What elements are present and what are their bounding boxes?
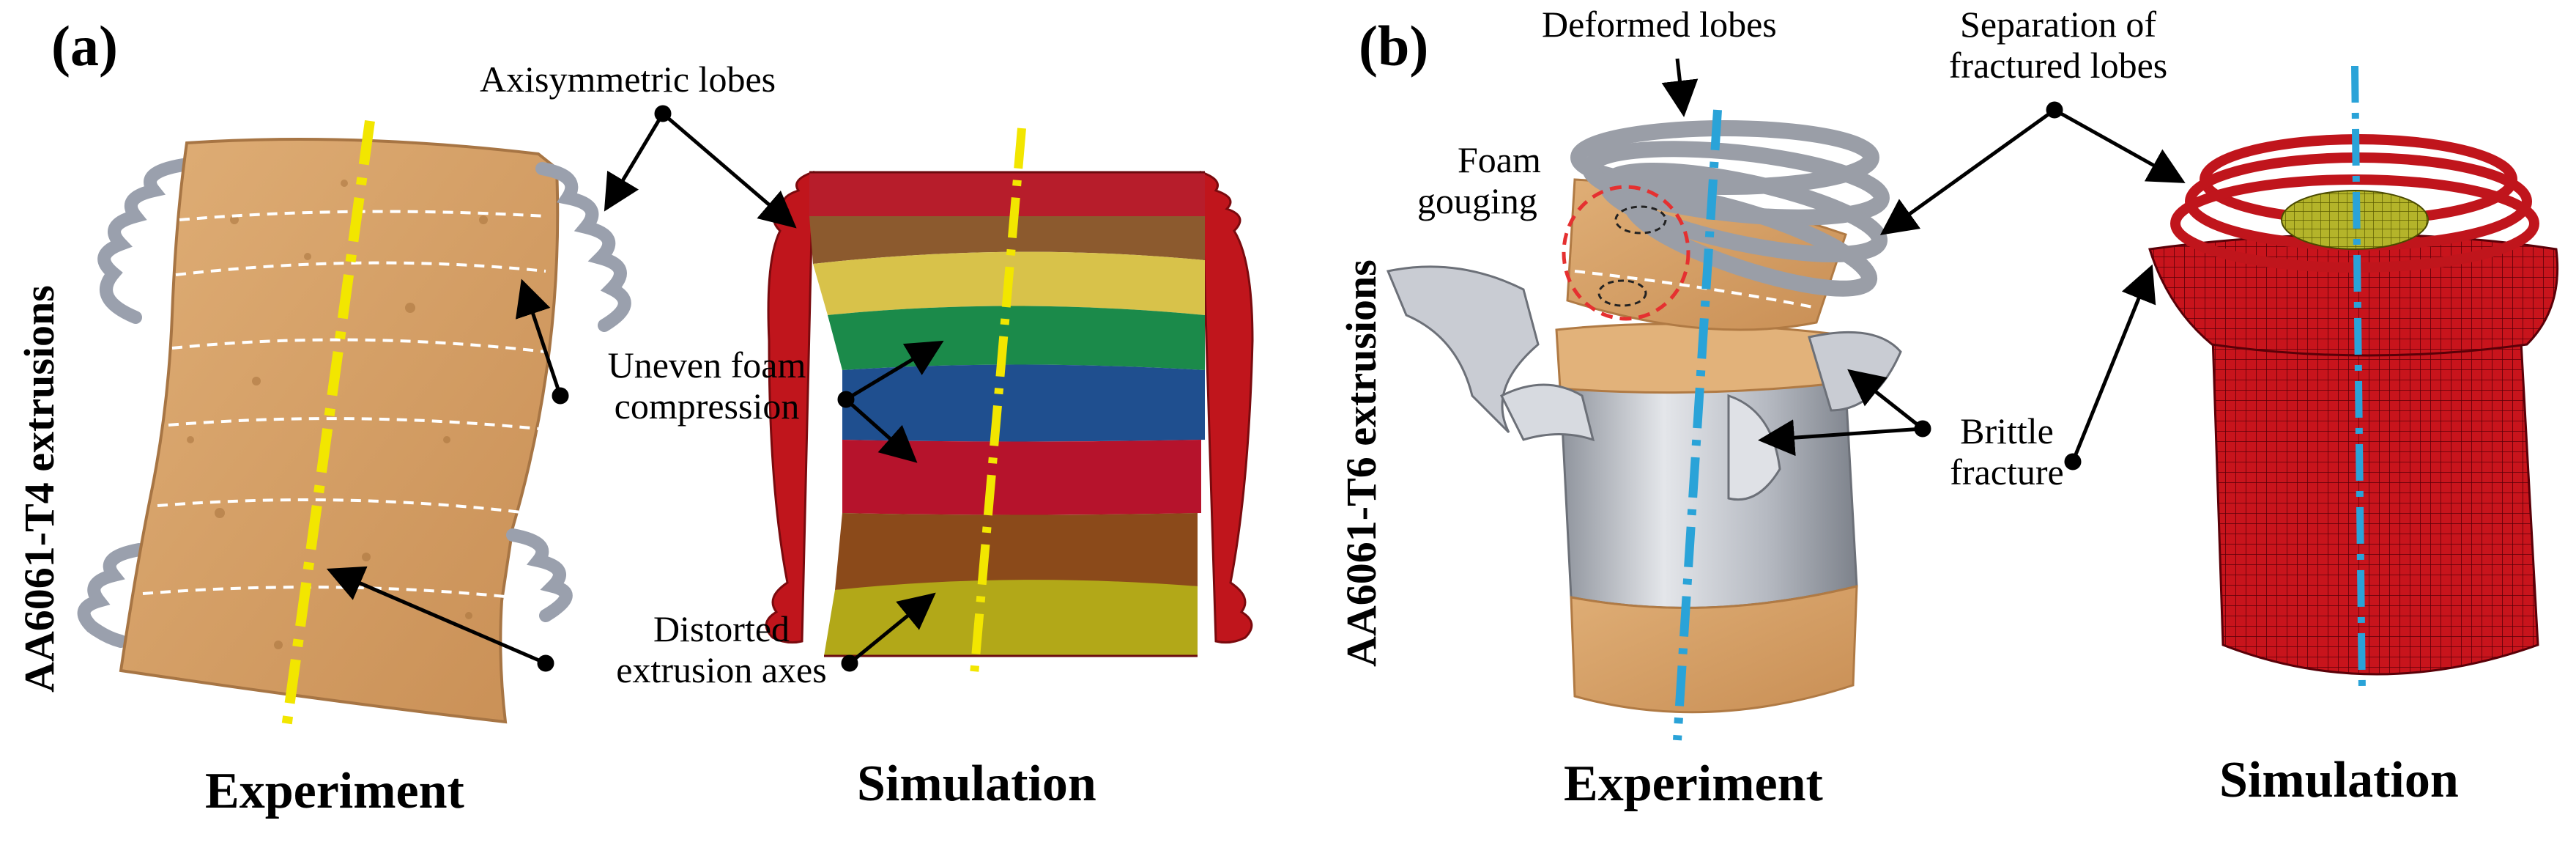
- sim-band-8: [824, 580, 1198, 656]
- sim-band-2: [809, 216, 1205, 264]
- uneven-foam-label: Uneven foam compression: [586, 344, 828, 427]
- panel-b-tag: (b): [1359, 14, 1429, 78]
- sim-band-4: [828, 306, 1205, 370]
- extrusion-axis-b-sim: [2351, 65, 2366, 693]
- left-lobes-a: [97, 158, 190, 324]
- deformed-lobe-rings-b: [1570, 120, 1890, 297]
- fractured-flap-left2-b: [1499, 383, 1595, 442]
- fractured-flap-mid-b: [1727, 394, 1781, 501]
- aluminum-tube-b: [1559, 370, 1858, 609]
- foam-body-a: [119, 138, 560, 724]
- extrusion-axis-a-exp: [281, 120, 375, 734]
- foam-bottom-b: [1570, 585, 1858, 714]
- sim-shell-right-a: [1200, 170, 1254, 644]
- distorted-line2: extrusion axes: [616, 649, 827, 690]
- panel-a-caption-simulation: Simulation: [857, 756, 1096, 812]
- panel-b-experiment-photo: [1386, 109, 1902, 741]
- panel-a-experiment-photo: [77, 120, 631, 734]
- foam-gouging-label: Foam gouging: [1417, 139, 1541, 221]
- sim-mesh-cylinder-b: [2211, 314, 2539, 676]
- foam-texture-a: [187, 180, 488, 649]
- separation-line1: Separation of: [1960, 4, 2156, 45]
- axisymmetric-lobes-label: Axisymmetric lobes: [480, 59, 776, 100]
- foam-gouging-line2: gouging: [1417, 180, 1537, 221]
- panel-b-caption-simulation: Simulation: [2219, 752, 2459, 808]
- separation-line2: fractured lobes: [1948, 45, 2168, 86]
- foam-gouging-circle: [1562, 185, 1690, 321]
- brittle-line2: fracture: [1950, 451, 2064, 492]
- distorted-axes-label: Distorted extrusion axes: [601, 608, 842, 690]
- foam-gouging-line1: Foam: [1458, 139, 1541, 180]
- distorted-line1: Distorted: [653, 608, 790, 649]
- sim-band-1: [809, 172, 1205, 216]
- panel-a-arrows: [326, 105, 944, 672]
- brittle-fracture-label: Brittle fracture: [1915, 410, 2098, 492]
- extrusion-axis-a-sim: [970, 128, 1026, 675]
- panel-b-caption-experiment: Experiment: [1564, 756, 1823, 812]
- sim-band-6: [842, 440, 1201, 515]
- panel-b-simulation: [2148, 65, 2559, 693]
- left-lower-lobes-a: [77, 543, 146, 648]
- fractured-flap-left-b: [1386, 265, 1540, 434]
- panel-a-side-label: AA6061-T4 extrusions: [15, 285, 63, 693]
- panel-b-side-label: AA6061-T6 extrusions: [1337, 259, 1385, 667]
- sim-band-7: [835, 513, 1198, 590]
- panel-a-caption-experiment: Experiment: [205, 763, 464, 819]
- panel-b-arrows: [1661, 58, 2186, 471]
- brittle-line1: Brittle: [1960, 410, 2054, 451]
- separation-label: Separation of fractured lobes: [1904, 4, 2212, 86]
- right-lower-lobes-a: [506, 528, 573, 622]
- extrusion-axis-b-exp: [1673, 109, 1722, 741]
- uneven-foam-line1: Uneven foam: [607, 344, 806, 385]
- right-lobes-a: [535, 162, 631, 332]
- uneven-foam-line2: compression: [614, 385, 800, 427]
- panel-a-tag: (a): [51, 14, 118, 78]
- sim-band-5: [842, 364, 1205, 442]
- deformed-lobes-label: Deformed lobes: [1542, 4, 1777, 45]
